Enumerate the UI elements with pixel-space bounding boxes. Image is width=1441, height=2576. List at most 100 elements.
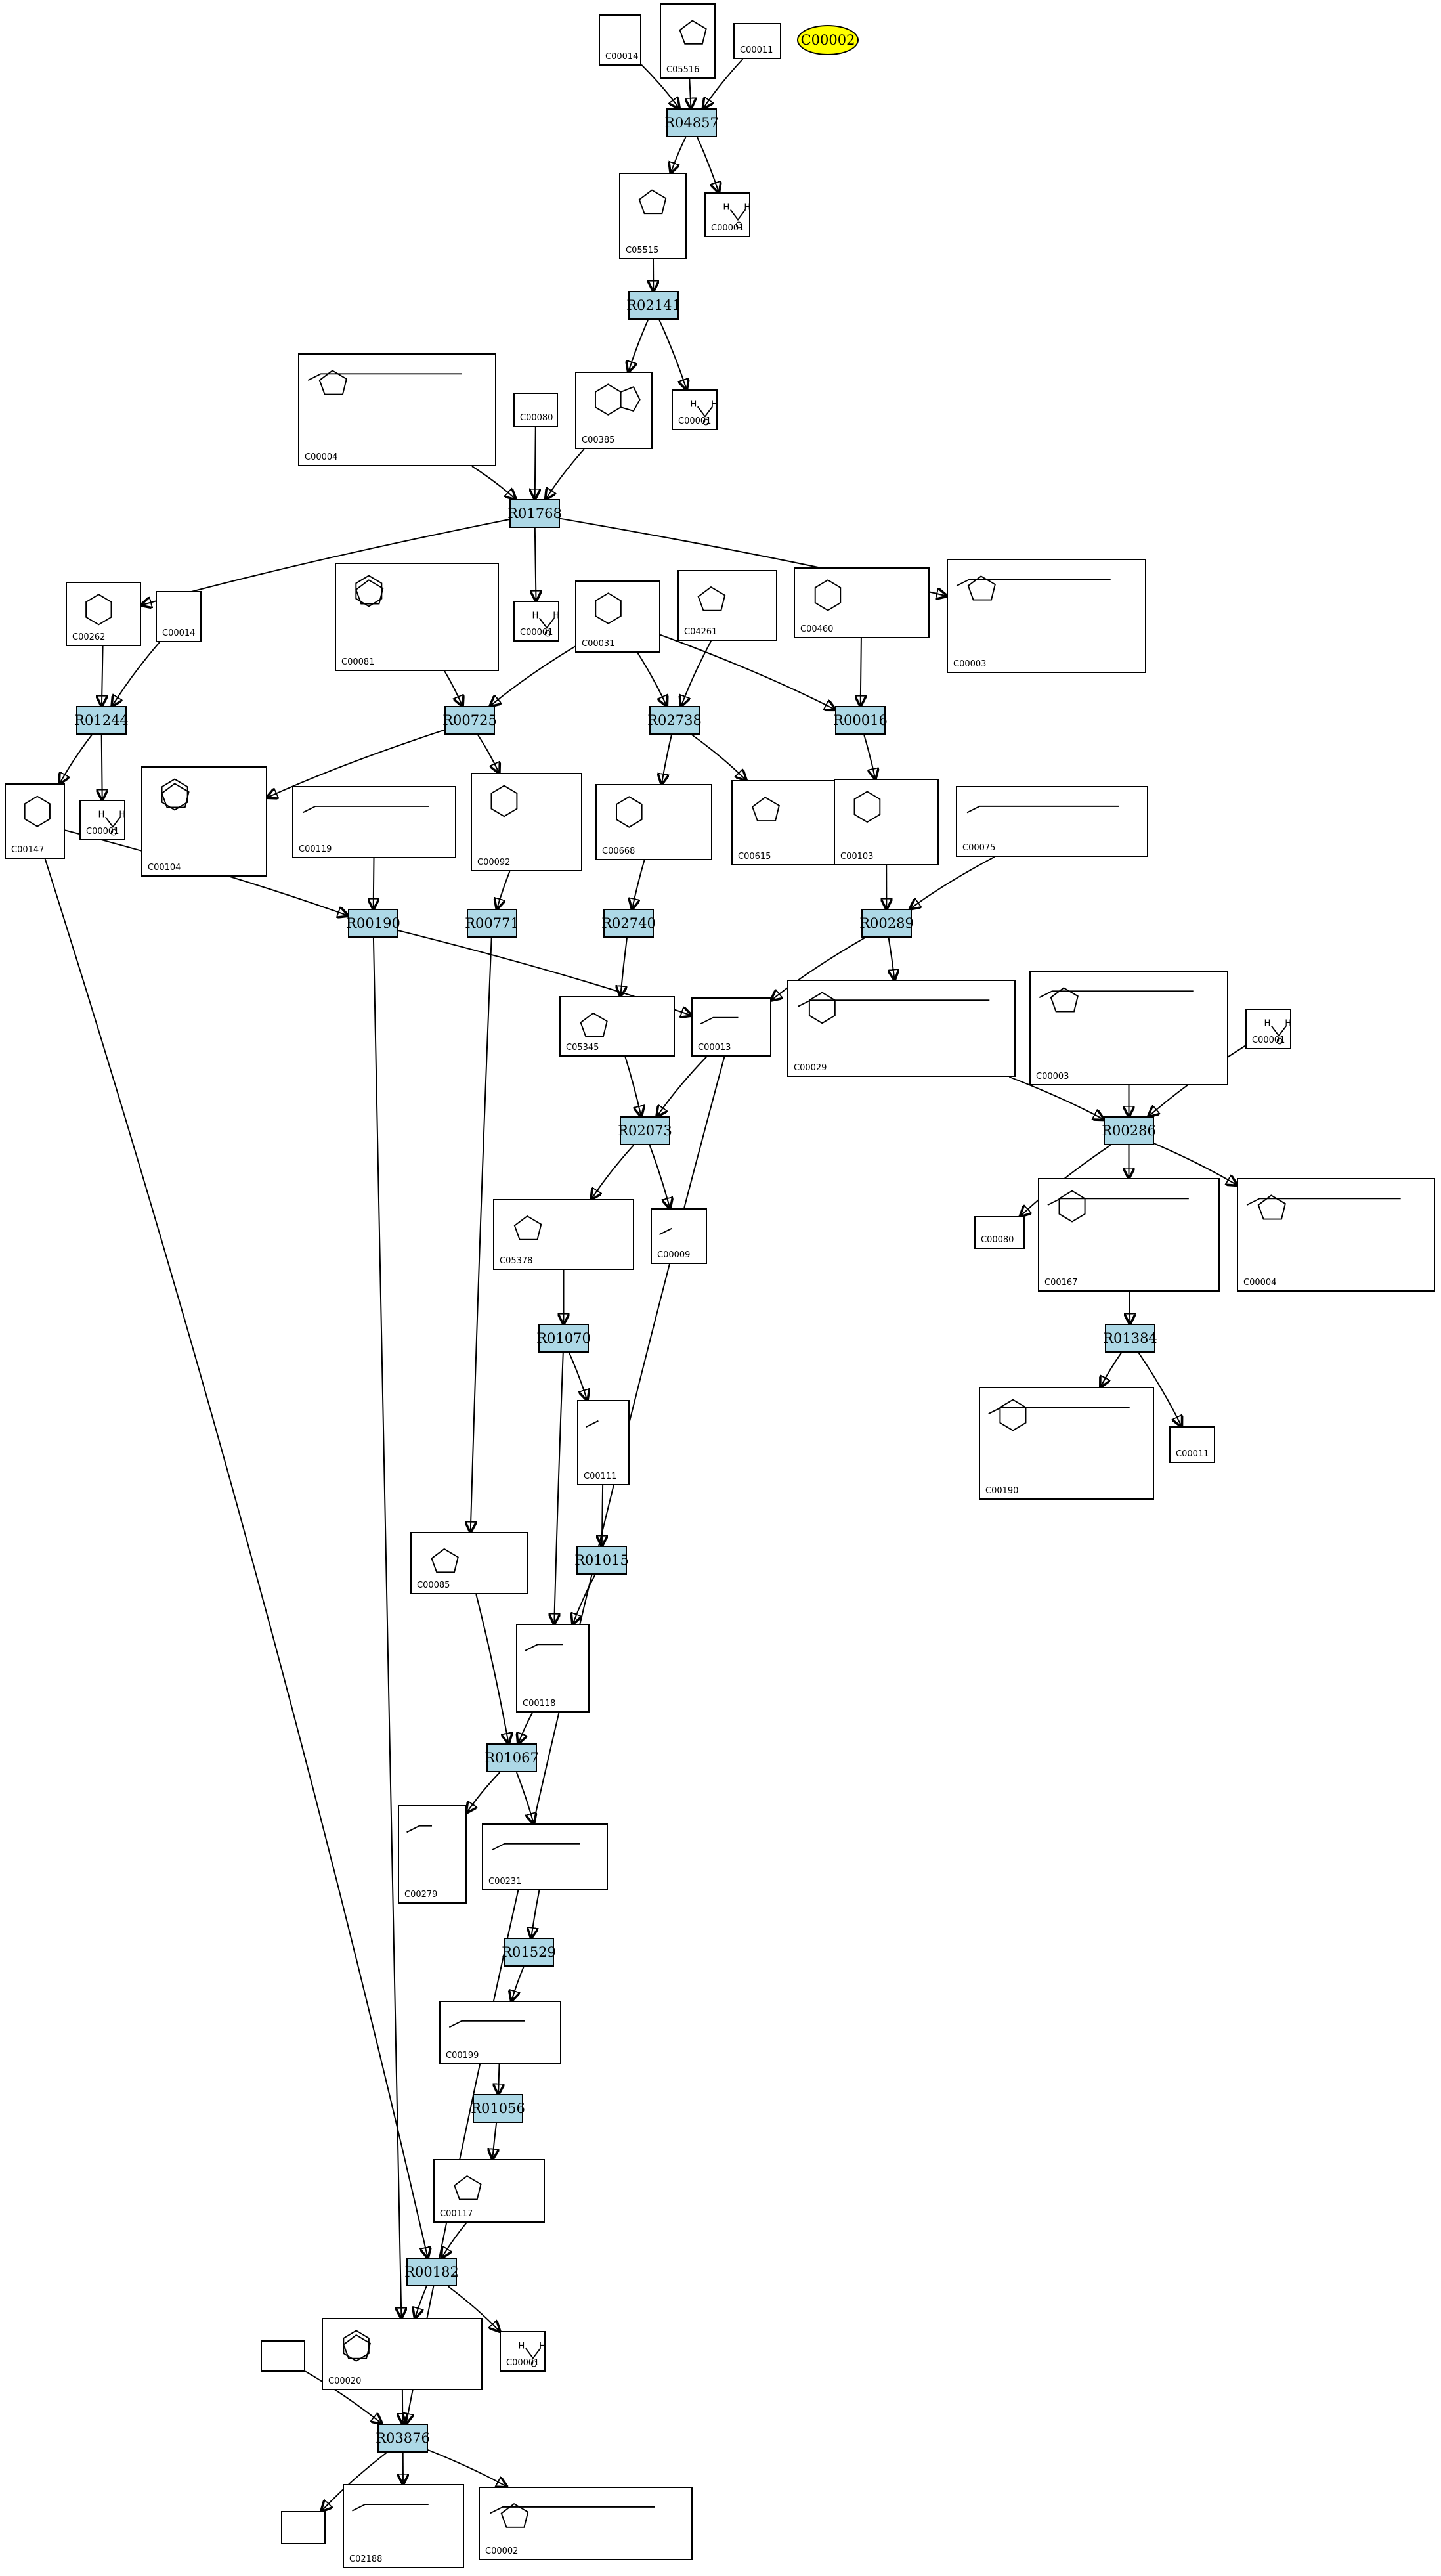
compound-node-c00014[interactable]: C00014 [156, 591, 202, 642]
reaction-node-r00771[interactable]: R00771 [465, 909, 519, 938]
reaction-node-r01244[interactable]: R01244 [74, 706, 129, 735]
reaction-node-r01529[interactable]: R01529 [502, 1938, 556, 1967]
compound-node-c00119[interactable]: C00119 [292, 786, 456, 858]
compound-node-c00104[interactable]: C00104 [141, 766, 267, 877]
reaction-node-r00016[interactable]: R00016 [833, 706, 888, 735]
compound-node-c00020[interactable]: C00020 [322, 2318, 483, 2390]
reaction-node-r00182[interactable]: R00182 [404, 2258, 459, 2286]
compound-id-label: C00119 [299, 844, 332, 854]
edge-arrow [662, 734, 672, 784]
compound-node-c00117[interactable]: C00117 [433, 2159, 545, 2223]
compound-node-c00279[interactable]: C00279 [398, 1805, 467, 1904]
reaction-node-r00190[interactable]: R00190 [346, 909, 400, 938]
structure-sketch [956, 575, 1111, 601]
compound-node-c00003[interactable]: C00003 [947, 559, 1146, 673]
reaction-node-r00286[interactable]: R00286 [1102, 1116, 1156, 1145]
compound-node-c00147[interactable]: C00147 [5, 783, 65, 859]
structure-sketch [1039, 987, 1194, 1013]
reaction-node-r02738[interactable]: R02738 [647, 706, 702, 735]
edge-arrow [628, 319, 649, 372]
compound-node-c00011[interactable]: C00011 [733, 23, 781, 59]
compound-node-c00001[interactable]: HOHC00001 [513, 601, 559, 642]
reaction-node-r01056[interactable]: R01056 [471, 2094, 525, 2123]
compound-node-blank[interactable] [281, 2511, 326, 2544]
structure-sketch: HOH [690, 399, 716, 427]
reaction-node-r01384[interactable]: R01384 [1103, 1324, 1157, 1353]
edge-arrow [415, 2286, 427, 2318]
edge-arrow [467, 1772, 501, 1812]
reaction-node-r00289[interactable]: R00289 [859, 909, 914, 938]
edge-arrow [554, 1352, 564, 1624]
reaction-node-r02073[interactable]: R02073 [618, 1116, 672, 1145]
compound-id-label: C02188 [349, 2554, 383, 2564]
compound-node-c00118[interactable]: C00118 [516, 1624, 590, 1713]
structure-sketch [489, 2502, 655, 2528]
compound-node-c00001[interactable]: HOHC00001 [1245, 1009, 1291, 1049]
edge-arrow [671, 137, 687, 173]
compound-node-c00111[interactable]: C00111 [577, 1400, 630, 1485]
compound-node-c05345[interactable]: C05345 [559, 996, 675, 1057]
compound-node-c00001[interactable]: HOHC00001 [79, 800, 125, 840]
structure-sketch [513, 1215, 542, 1240]
compound-id-label: C05516 [666, 65, 700, 75]
compound-id-label: C00231 [488, 1877, 522, 1887]
reaction-node-r03876[interactable]: R03876 [376, 2424, 430, 2453]
compound-node-c00001[interactable]: HOHC00001 [704, 192, 750, 237]
compound-node-c00009[interactable]: C00009 [651, 1208, 707, 1264]
compound-node-c00460[interactable]: C00460 [794, 567, 930, 638]
edge-arrow [546, 448, 585, 499]
reaction-node-r02141[interactable]: R02141 [626, 291, 681, 320]
compound-node-c00385[interactable]: C00385 [575, 372, 653, 449]
compound-id-label: C00262 [72, 632, 106, 642]
compound-node-c00080[interactable]: C00080 [513, 393, 558, 427]
compound-node-c05516[interactable]: C05516 [660, 3, 716, 79]
compound-node-blank[interactable] [261, 2340, 305, 2372]
compound-node-c00004[interactable]: C00004 [1237, 1178, 1435, 1292]
reaction-node-r01067[interactable]: R01067 [484, 1743, 539, 1772]
edge-arrow [535, 527, 536, 601]
edge-arrow [492, 2122, 496, 2159]
compound-node-c00031[interactable]: C00031 [575, 580, 660, 653]
compound-node-c00001[interactable]: HOHC00001 [672, 389, 718, 430]
structure-sketch [406, 1825, 433, 1833]
svg-text:O: O [735, 221, 742, 231]
compound-node-c00103[interactable]: C00103 [834, 779, 939, 865]
compound-node-c00080[interactable]: C00080 [974, 1216, 1025, 1249]
compound-node-c00081[interactable]: C00081 [335, 563, 499, 671]
edge-arrow [372, 937, 402, 2318]
compound-node-c00167[interactable]: C00167 [1038, 1178, 1220, 1292]
compound-node-c00011[interactable]: C00011 [1169, 1426, 1215, 1463]
compound-node-c02188[interactable]: C02188 [343, 2484, 464, 2568]
structure-sketch [988, 1399, 1130, 1431]
reaction-node-r00725[interactable]: R00725 [442, 706, 497, 735]
compound-node-c00003[interactable]: C00003 [1029, 971, 1228, 1085]
compound-node-c04261[interactable]: C04261 [677, 570, 777, 641]
compound-node-c00085[interactable]: C00085 [410, 1532, 528, 1594]
compound-node-c00262[interactable]: C00262 [66, 582, 141, 646]
compound-node-c00001[interactable]: HOHC00001 [500, 2331, 546, 2372]
compound-node-c05378[interactable]: C05378 [493, 1199, 634, 1270]
compound-node-c00190[interactable]: C00190 [979, 1387, 1154, 1500]
compound-node-c00029[interactable]: C00029 [787, 980, 1016, 1077]
edge-arrow [1101, 1352, 1123, 1387]
reaction-node-r04857[interactable]: R04857 [664, 108, 719, 137]
compound-node-c00004[interactable]: C00004 [298, 353, 496, 466]
compound-node-c05515[interactable]: C05515 [619, 173, 687, 259]
edge-arrow [624, 1056, 641, 1116]
compound-node-c00014[interactable]: C00014 [599, 14, 641, 66]
compound-node-c00013[interactable]: C00013 [691, 997, 771, 1057]
reaction-node-r01768[interactable]: R01768 [507, 499, 562, 528]
compound-node-c00002[interactable]: C00002 [479, 2487, 693, 2560]
reaction-node-r01015[interactable]: R01015 [574, 1546, 629, 1575]
compound-id-label: C00080 [520, 413, 553, 423]
edge-arrow [444, 670, 462, 706]
compound-node-c00231[interactable]: C00231 [482, 1823, 608, 1890]
compound-node-c00075[interactable]: C00075 [956, 786, 1148, 857]
compound-id-label: C05515 [626, 246, 659, 255]
compound-node-c00199[interactable]: C00199 [439, 2001, 561, 2064]
legend-oval[interactable]: C00002 [797, 25, 859, 55]
reaction-node-r01070[interactable]: R01070 [536, 1324, 591, 1353]
reaction-node-r02740[interactable]: R02740 [601, 909, 656, 938]
compound-node-c00668[interactable]: C00668 [595, 784, 712, 860]
compound-node-c00092[interactable]: C00092 [471, 773, 582, 871]
